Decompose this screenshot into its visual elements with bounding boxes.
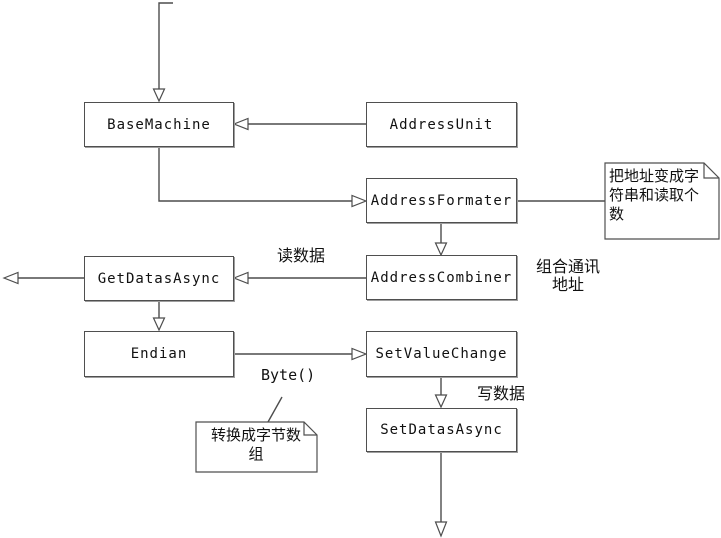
edge-label-write-data: 写数据	[477, 384, 526, 403]
arrowhead-right-setvaluechange-icon	[351, 347, 368, 361]
node-base-machine[interactable]: BaseMachine	[84, 102, 234, 147]
edge-label-combine-address: 组合通讯 地址	[528, 258, 608, 294]
note-address-formater-shape[interactable]	[604, 162, 720, 240]
arrowhead-down-addresscombiner-icon	[434, 242, 448, 257]
node-base-machine-label: BaseMachine	[107, 116, 211, 133]
arrowhead-left-exit-icon	[2, 271, 19, 285]
arrowhead-down-exit-icon	[434, 521, 448, 538]
note-address-formater-fold-icon	[703, 163, 719, 179]
edge-top-to-basemachine	[158, 2, 173, 89]
arrowhead-down-basemachine-icon	[152, 88, 166, 103]
node-address-unit-label: AddressUnit	[389, 116, 494, 133]
note-address-formater-text: 把地址变成字符串和读取个数	[609, 167, 700, 223]
arrowhead-down-setdatasasync-icon	[434, 394, 448, 409]
edge-label-combine-address-line1: 组合通讯	[535, 257, 600, 276]
node-set-value-change[interactable]: SetValueChange	[366, 331, 517, 377]
arrowhead-down-endian-icon	[152, 317, 166, 332]
note-endian-callout-line	[267, 396, 283, 423]
node-endian[interactable]: Endian	[84, 331, 234, 377]
node-get-datas-async-label: GetDatasAsync	[97, 270, 221, 287]
arrowhead-left-basemachine-icon	[232, 117, 249, 131]
node-address-formater[interactable]: AddressFormater	[366, 178, 517, 223]
node-set-value-change-label: SetValueChange	[375, 346, 508, 362]
note-endian-text: 转换成字节数组	[210, 426, 301, 463]
node-address-unit[interactable]: AddressUnit	[366, 102, 517, 147]
node-set-datas-async-label: SetDatasAsync	[380, 422, 503, 438]
node-set-datas-async[interactable]: SetDatasAsync	[366, 408, 517, 452]
node-get-datas-async[interactable]: GetDatasAsync	[84, 256, 234, 301]
node-address-combiner[interactable]: AddressCombiner	[366, 255, 517, 300]
node-address-formater-label: AddressFormater	[370, 192, 513, 209]
note-endian-shape[interactable]	[195, 421, 318, 473]
edge-label-byte: Byte()	[261, 366, 316, 384]
note-endian-fold-icon	[303, 422, 317, 436]
arrowhead-right-addressformater-icon	[351, 194, 368, 208]
node-endian-label: Endian	[130, 346, 188, 362]
edge-label-read-data: 读数据	[277, 246, 326, 265]
arrowhead-left-getdatasasync-icon	[232, 271, 249, 285]
node-address-combiner-label: AddressCombiner	[370, 269, 513, 286]
edge-basemachine-to-addressformater	[158, 147, 352, 202]
edge-label-combine-address-line2: 地址	[551, 275, 584, 294]
